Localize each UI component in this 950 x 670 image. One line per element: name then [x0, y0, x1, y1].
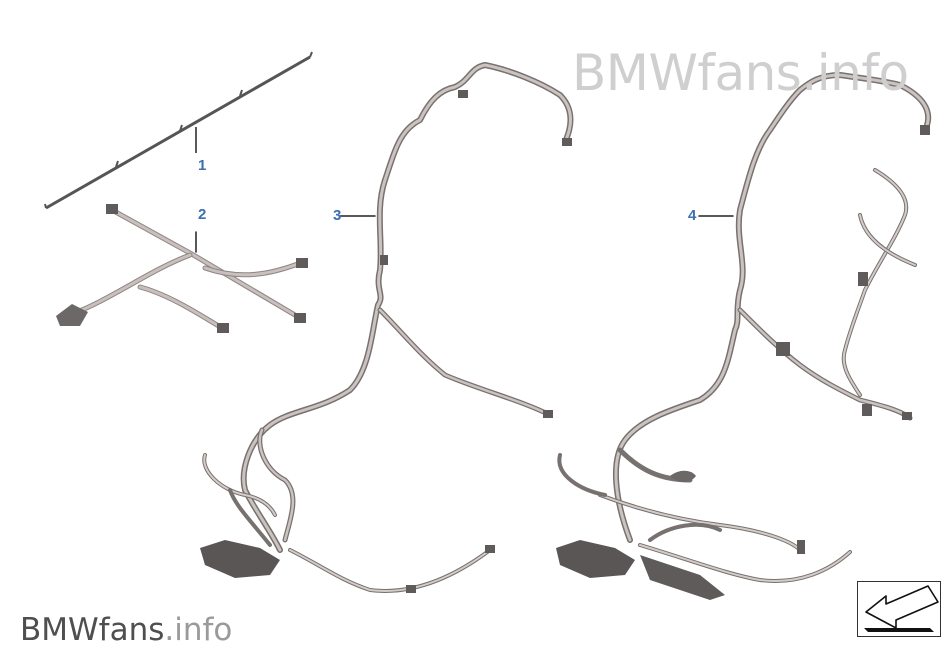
watermark-bottom: BMWfans.info [20, 612, 232, 648]
part-1-wire-strip [44, 51, 313, 210]
callout-3[interactable]: 3 [333, 207, 342, 224]
callout-4[interactable]: 4 [688, 207, 697, 224]
part-3-seat-harness [200, 62, 574, 593]
return-arrow-icon[interactable] [857, 581, 941, 637]
watermark-top: BMWfans.info [572, 44, 909, 102]
part-2-harness [56, 204, 308, 333]
callout-1[interactable]: 1 [198, 157, 207, 174]
part-4-seat-harness [556, 72, 932, 600]
callout-2[interactable]: 2 [198, 206, 207, 223]
watermark-brand: BMWfans [20, 612, 165, 648]
watermark-suffix: .info [164, 612, 233, 648]
